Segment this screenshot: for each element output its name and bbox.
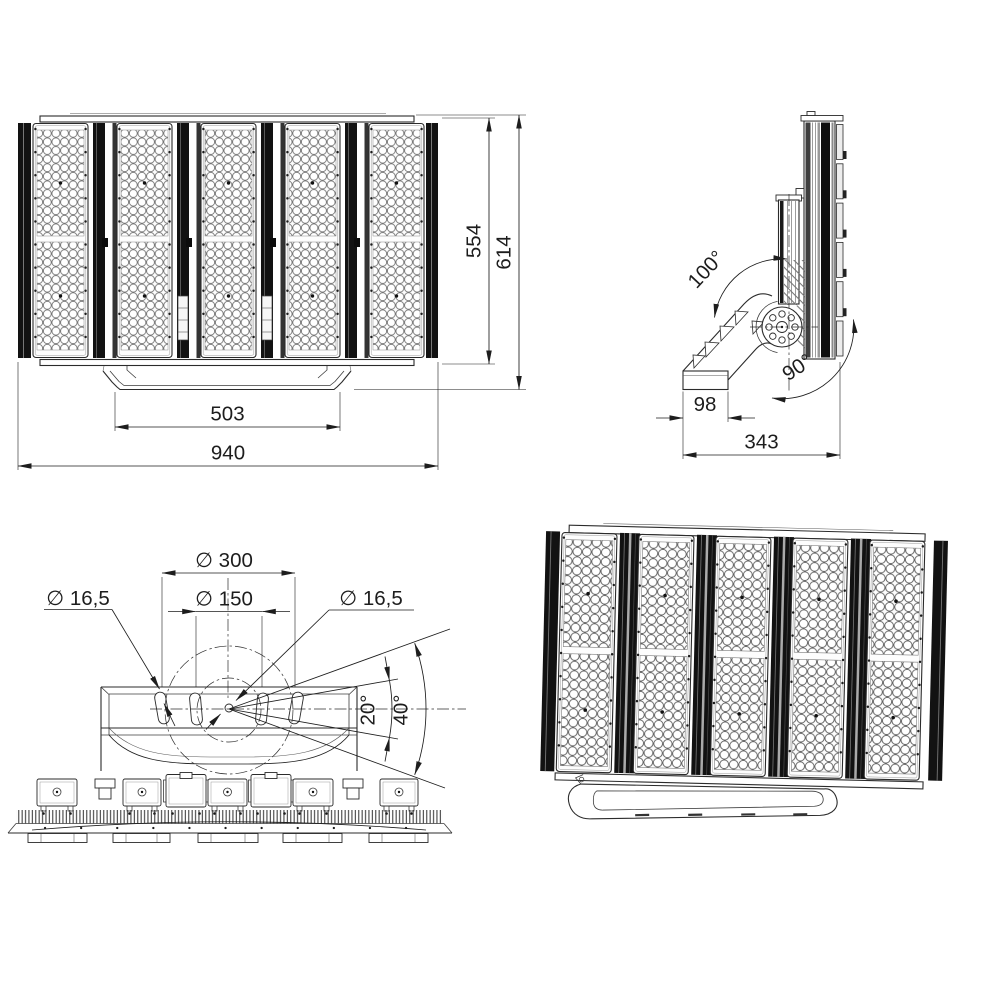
led-panel [284,122,341,359]
driver-box-raised [248,772,294,815]
yoke-iso [567,774,838,820]
dim-label-dia-slot-left: ∅ 16,5 [46,587,109,610]
heatsink-fins [16,810,443,824]
led-panel [200,122,257,359]
led-panel [863,539,926,781]
driver-box [122,778,162,815]
led-panels-iso [555,532,926,781]
dim-label-height-panel: 554 [463,224,486,258]
mounting-rail-top [39,115,415,123]
dim-label-foot-depth: 98 [694,393,717,416]
bolt-circle-150 [196,677,262,743]
dim-label-width-mount: 503 [210,403,244,426]
driver-box [379,778,419,815]
mounting-rail-bottom [39,358,415,367]
driver-box-raised [163,772,209,815]
heatsink-bars [18,123,438,358]
heatsink-pads [27,833,429,843]
isometric-view [540,523,948,820]
led-panels-front [32,122,425,359]
bottom-view: ∅ 300 ∅ 150 ∅ 16,5 ∅ 16,5 20° 40° [7,549,466,843]
section-hatch [784,260,805,305]
front-dimensions: 554 614 503 940 [17,114,526,470]
mounting-rail-bottom-iso [554,772,924,790]
heatsink-bars-iso [540,531,948,781]
dim-label-total-depth: 343 [744,431,778,454]
driver-box [207,778,248,815]
dim-label-dia-inner: ∅ 150 [195,588,253,611]
yoke-band [94,578,466,800]
dim-label-dia-outer: ∅ 300 [195,549,253,572]
dim-label-height-total: 614 [493,235,516,269]
dim-label-width-total: 940 [211,442,245,465]
led-panel [632,533,695,776]
yoke-front [102,365,352,391]
mounting-bracket-side [682,293,773,391]
mount-slot [154,691,170,725]
dim-label-angle-half: 20° [357,694,380,725]
led-panel [368,122,425,359]
driver-box [292,778,334,815]
front-view: 554 614 503 940 [17,113,526,470]
side-view: 100° 90° 98 343 [656,111,858,459]
led-panel [32,122,89,359]
heatsink-strip [7,810,453,843]
led-panel [786,537,849,779]
led-panel [555,532,618,774]
hinge-clamp [177,295,273,341]
dim-label-angle-full: 40° [390,694,413,725]
dim-label-dia-slot-right: ∅ 16,5 [339,587,402,610]
led-panel [116,122,173,359]
led-panel [709,535,772,778]
dim-label-angle-upper: 100° [683,246,729,293]
driver-boxes [36,772,419,815]
driver-box [36,778,78,815]
bottom-dimensions: ∅ 300 ∅ 150 ∅ 16,5 ∅ 16,5 20° 40° [44,549,451,789]
